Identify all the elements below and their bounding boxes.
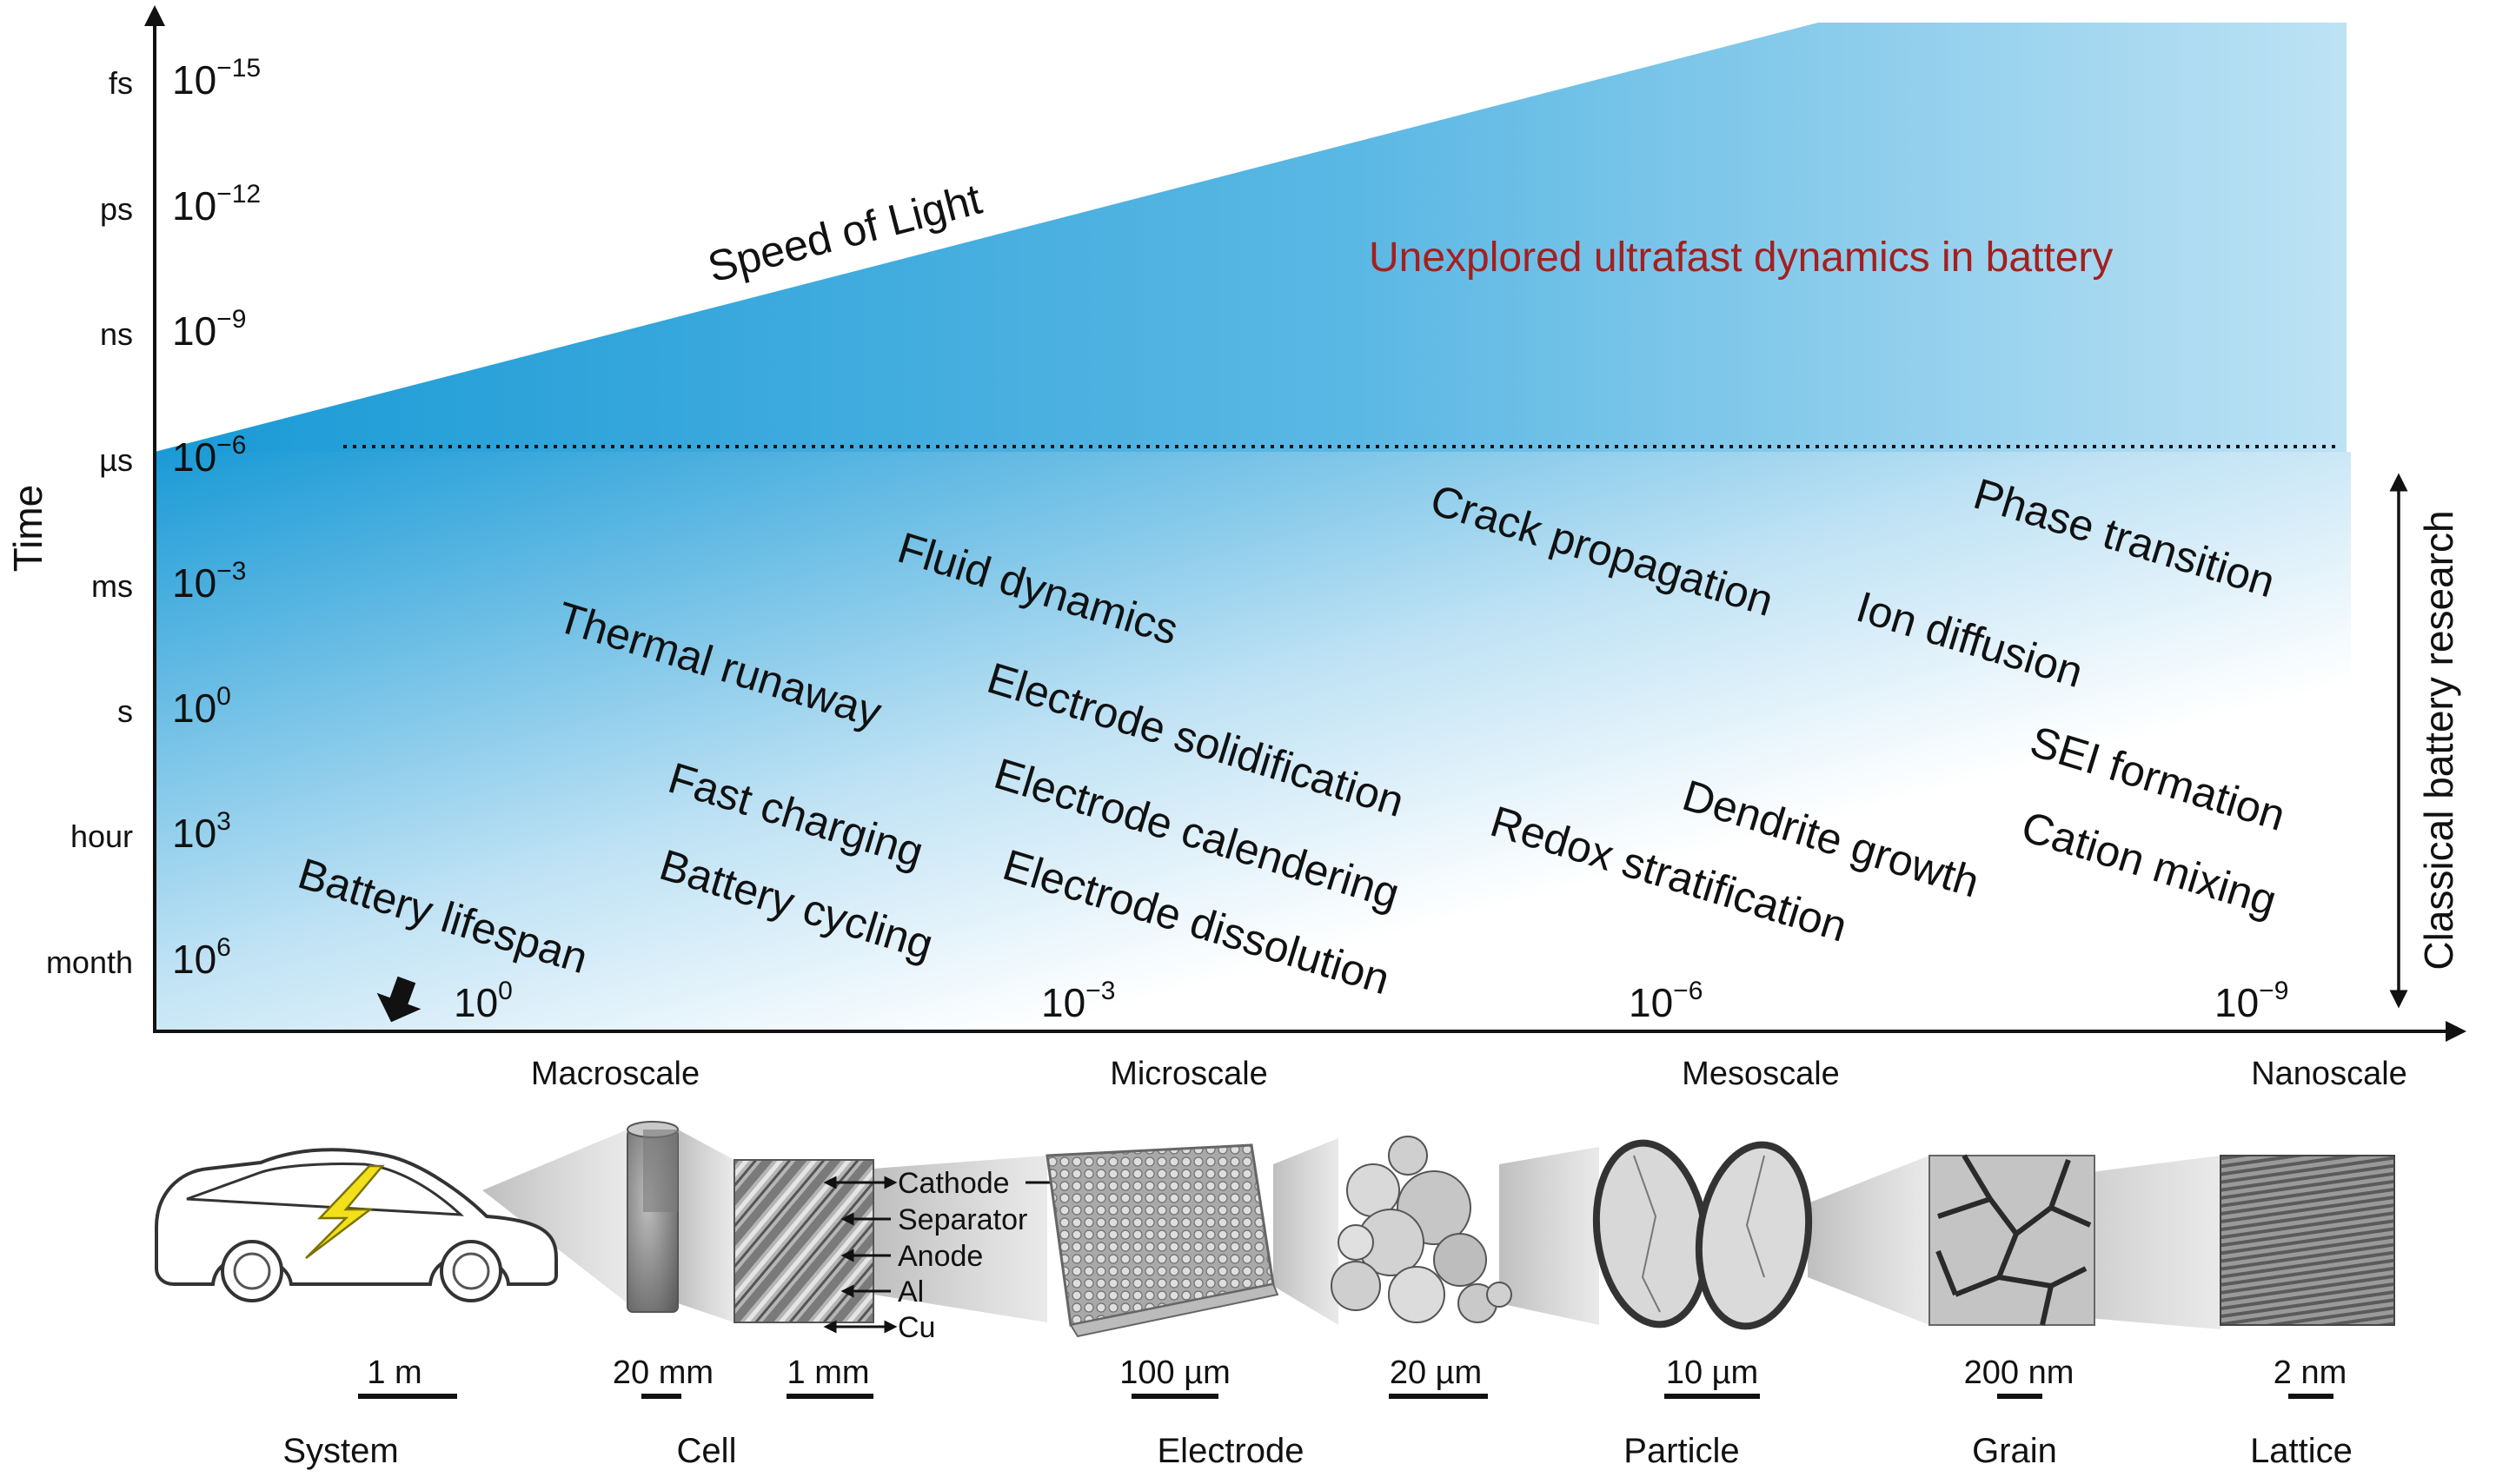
- unit-month: month: [46, 944, 133, 980]
- time-power: 106: [172, 933, 231, 982]
- time-power: 100: [172, 682, 231, 731]
- scale-bar-labels: 1 m 20 mm 1 mm 100 µm 20 µm 10 µm 200 nm…: [367, 1355, 2347, 1391]
- scale-bar-20um: 20 µm: [1390, 1355, 1482, 1391]
- length-power-labels: 100 10−3 10−6 10−9: [454, 977, 2288, 1025]
- down-arrow-icon: [376, 976, 422, 1023]
- grains-image: [1928, 1154, 2095, 1326]
- car-icon: [155, 1148, 558, 1302]
- scale-labels: Macroscale Microscale Mesoscale Nanoscal…: [531, 1056, 2407, 1092]
- scale-bar-100um: 100 µm: [1119, 1355, 1231, 1391]
- unit-us: µs: [99, 442, 133, 478]
- time-power: 10−6: [172, 431, 246, 480]
- scale-bar-20mm: 20 mm: [613, 1355, 714, 1391]
- ultrafast-region: [155, 23, 2347, 452]
- time-power-labels: 10−15 10−12 10−9 10−6 10−3 100 103 106: [172, 54, 261, 982]
- unit-hour: hour: [70, 818, 133, 854]
- time-power: 10−9: [172, 305, 246, 354]
- scale-bar-10um: 10 µm: [1666, 1355, 1758, 1391]
- time-power: 10−12: [172, 180, 261, 229]
- scale-bar-1mm: 1 mm: [787, 1355, 870, 1391]
- classical-research-label: Classical battery research: [2416, 510, 2461, 970]
- electrode-3d-image: [1046, 1143, 1279, 1338]
- time-power: 10−3: [172, 557, 246, 606]
- lattice-image: [2220, 1155, 2395, 1326]
- layer-labels: Cathode Separator Anode Al Cu: [898, 1167, 1027, 1344]
- time-power: 10−15: [172, 54, 261, 103]
- scale-bar-2nm: 2 nm: [2274, 1355, 2347, 1391]
- label-cu: Cu: [898, 1311, 935, 1344]
- length-power: 10−9: [2214, 977, 2288, 1025]
- level-cell: Cell: [677, 1432, 737, 1470]
- length-power: 10−3: [1041, 977, 1115, 1025]
- label-cathode: Cathode: [898, 1167, 1010, 1200]
- lightning-icon: [305, 1164, 385, 1259]
- agglomerate-image: [1331, 1136, 1512, 1323]
- unit-ns: ns: [100, 316, 133, 352]
- y-axis-title: Time: [5, 485, 50, 573]
- time-power: 103: [172, 807, 231, 856]
- label-anode: Anode: [898, 1240, 983, 1273]
- electrode-layers-image: [734, 1159, 874, 1323]
- level-electrode: Electrode: [1158, 1432, 1304, 1470]
- unit-ps: ps: [100, 191, 133, 227]
- label-al: Al: [898, 1275, 924, 1308]
- level-system: System: [282, 1432, 398, 1470]
- classical-region: [155, 452, 2351, 1030]
- level-grain: Grain: [1972, 1432, 2057, 1470]
- length-power: 10−6: [1629, 977, 1703, 1025]
- scale-nanoscale: Nanoscale: [2251, 1056, 2407, 1092]
- time-unit-labels: fs ps ns µs ms s hour month: [46, 65, 133, 980]
- unit-fs: fs: [109, 65, 133, 101]
- unexplored-label: Unexplored ultrafast dynamics in battery: [1369, 235, 2113, 281]
- scale-macroscale: Macroscale: [531, 1056, 700, 1092]
- particle-cross-sections-image: [1592, 1139, 1813, 1330]
- scale-mesoscale: Mesoscale: [1682, 1056, 1840, 1092]
- scale-microscale: Microscale: [1110, 1056, 1268, 1092]
- level-particle: Particle: [1623, 1432, 1739, 1470]
- unit-s: s: [117, 693, 133, 729]
- unit-ms: ms: [91, 568, 133, 604]
- scale-bar-1m: 1 m: [367, 1355, 422, 1391]
- scale-bar-200nm: 200 nm: [1964, 1355, 2074, 1391]
- level-labels: System Cell Electrode Particle Grain Lat…: [282, 1432, 2353, 1470]
- length-power: 100: [454, 977, 513, 1025]
- cylindrical-cell-image: [627, 1121, 679, 1313]
- level-lattice: Lattice: [2250, 1432, 2353, 1470]
- label-separator: Separator: [898, 1203, 1027, 1236]
